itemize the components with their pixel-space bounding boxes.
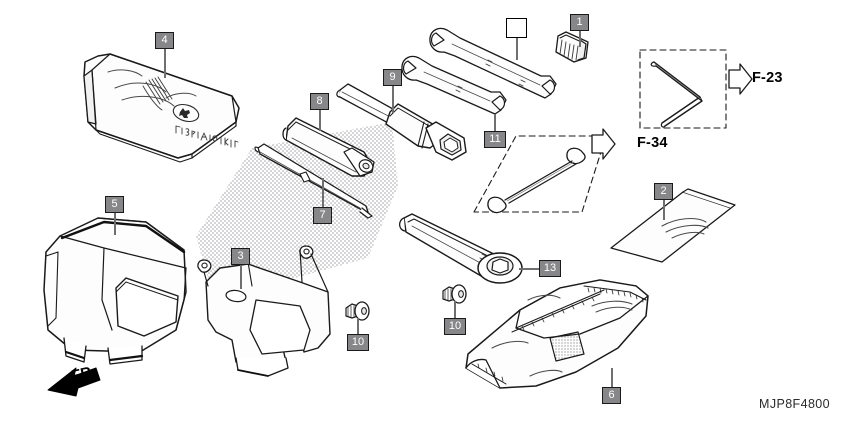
leader-line-11: [494, 114, 496, 131]
fr-direction-arrow: [47, 367, 101, 397]
reference-label-f34[interactable]: F-34: [637, 135, 668, 151]
leader-line-13: [519, 268, 539, 270]
callout-7[interactable]: 7: [313, 207, 332, 224]
part-tool-box-cover: [43, 217, 187, 365]
part-owner-manual-sheet: [610, 188, 736, 263]
leader-line-10a: [357, 318, 359, 334]
callout-10-b[interactable]: 10: [444, 318, 466, 335]
part-flange-screw-b: [442, 284, 467, 304]
callout-8[interactable]: 8: [310, 93, 329, 110]
part-open-end-wrench-lower: [401, 55, 507, 115]
drawing-number: MJP8F4800: [759, 397, 830, 411]
part-tool-pouch: [465, 279, 649, 389]
leader-line-9: [392, 86, 394, 113]
f23-arrow: [728, 63, 753, 95]
reference-box-f23: [639, 49, 727, 129]
leader-line-2: [663, 200, 665, 220]
callout-2[interactable]: 2: [654, 183, 673, 200]
leader-line-4: [164, 49, 166, 78]
reference-label-f23[interactable]: F-23: [752, 70, 783, 86]
callout-1[interactable]: 1: [570, 14, 589, 31]
callout-6[interactable]: 6: [602, 387, 621, 404]
leader-line-1: [579, 31, 581, 47]
leader-line-3: [240, 265, 242, 289]
callout-13[interactable]: 13: [539, 260, 561, 277]
reference-box-f34: [473, 135, 607, 214]
callout-9[interactable]: 9: [383, 69, 402, 86]
leader-line-6: [611, 368, 613, 387]
leader-line-8: [319, 110, 321, 131]
callout-4[interactable]: 4: [155, 32, 174, 49]
callout-3[interactable]: 3: [231, 248, 250, 265]
callout-10-a[interactable]: 10: [347, 334, 369, 351]
leader-line-7: [322, 178, 324, 207]
part-screwdriver-grip: [282, 117, 375, 177]
part-tool-bracket: [197, 245, 331, 377]
f34-arrow: [591, 128, 616, 160]
part-first-aid-kit: [83, 53, 240, 163]
part-screwdriver-bit-shaft: [254, 143, 373, 219]
leader-line-10b: [454, 301, 456, 318]
callout-blank[interactable]: [506, 18, 527, 38]
callout-11[interactable]: 11: [484, 131, 506, 148]
callout-5[interactable]: 5: [105, 196, 124, 213]
leader-line-5: [114, 213, 116, 235]
part-socket-driver: [336, 83, 467, 161]
part-box-wrench: [398, 213, 523, 284]
part-open-end-wrench-upper: [429, 27, 557, 99]
leader-line-blank: [516, 38, 518, 60]
part-flange-screw-a: [345, 301, 370, 321]
part-fuse-puller: [555, 31, 589, 63]
